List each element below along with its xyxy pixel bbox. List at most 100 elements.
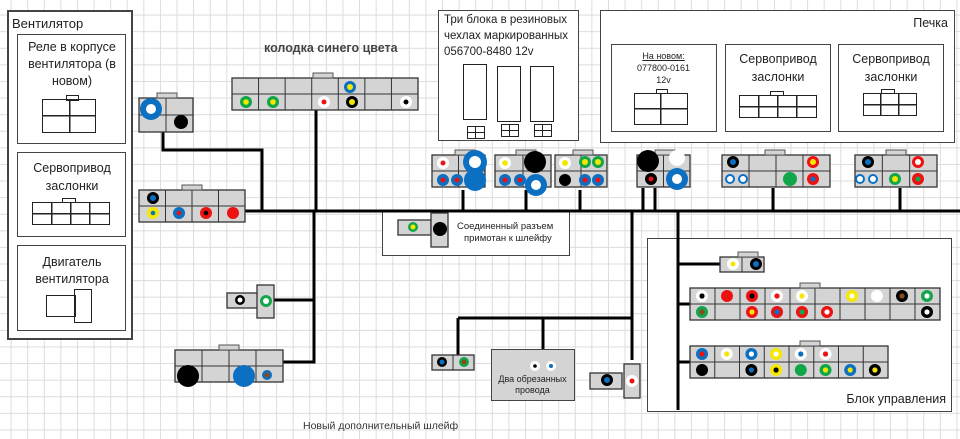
red-stripe-pin [774, 293, 780, 299]
yellow-stripe-pin [810, 159, 816, 165]
white-stripe-pin [915, 159, 921, 165]
green-wire-pin [783, 172, 797, 186]
connector-latch [799, 282, 821, 289]
harness-wire [161, 131, 264, 211]
connector-latch [312, 72, 334, 79]
blue-stripe-pin [774, 309, 780, 315]
heater-panel: Печка На новом: 077800-0161 12v Сервопри… [600, 10, 955, 143]
fan-motor-label: Двигатель вентилятора [35, 255, 109, 286]
relay-connector-icon [42, 99, 96, 133]
three-blocks-line2: чехлах маркированных [444, 30, 568, 42]
black-stripe-pin [403, 99, 409, 105]
heater-part-number: 077800-0161 [636, 63, 691, 73]
red-stripe-pin [321, 99, 327, 105]
white-stripe-pin [857, 176, 863, 182]
white-stripe-pin [748, 351, 755, 357]
fan-panel: Вентилятор Реле в корпусе вентилятора (в… [7, 10, 133, 340]
blue-stripe-pin [730, 159, 736, 165]
relay-box: Реле в корпусе вентилятора (в новом) [17, 34, 126, 144]
white-stripe-pin [146, 104, 156, 114]
yellow-stripe-pin [822, 367, 829, 373]
relay-latch [66, 95, 79, 101]
white-stripe-pin [870, 176, 876, 182]
yellow-stripe-pin [892, 176, 898, 182]
yellow-stripe-pin [799, 293, 805, 299]
green-wire-pin [794, 364, 807, 376]
yellow-stripe-pin [749, 309, 755, 315]
heater-panel-title: Печка [913, 16, 948, 30]
blue-stripe-pin [865, 159, 871, 165]
heater-servo2-label: Сервопривод заслонки [852, 52, 930, 84]
red-stripe-pin [454, 177, 460, 183]
blue-stripe-pin [549, 364, 553, 368]
white-stripe-pin [727, 176, 733, 182]
red-stripe-pin [699, 351, 705, 357]
three-blocks-line3: 056700-8480 12v [444, 46, 534, 58]
rubber-connector-3-icon [534, 124, 552, 137]
heater-voltage: 12v [656, 75, 671, 85]
blue-stripe-pin [439, 359, 445, 365]
red-stripe-pin [440, 160, 446, 166]
red-stripe-pin [440, 177, 446, 183]
connector-latch [156, 92, 178, 99]
cut-wires-line2: провода [515, 385, 550, 395]
blue-wire-pin [464, 169, 486, 191]
rubber-connector-2-icon [501, 124, 519, 137]
white-stripe-pin [531, 180, 541, 190]
red-stripe-pin [517, 177, 523, 183]
heater-servo2-box: Сервопривод заслонки [838, 44, 944, 132]
red-stripe-pin [502, 177, 508, 183]
white-stripe-pin [824, 309, 830, 315]
control-unit-label: Блок управления [846, 392, 946, 406]
motor-icon-body [46, 295, 76, 317]
heater-new-box: На новом: 077800-0161 12v [611, 44, 717, 132]
blue-block-label: колодка синего цвета [264, 41, 398, 55]
yellow-stripe-pin [502, 160, 508, 166]
blue-stripe-pin [748, 367, 755, 373]
new-harness-label: Новый дополнительный шлейф [303, 420, 459, 432]
brown-stripe-pin [264, 372, 270, 378]
heater-latch [656, 89, 668, 94]
cut-wires-box: Два обрезанных провода [491, 349, 575, 401]
white-stripe-pin [237, 297, 243, 303]
brown-stripe-pin [899, 293, 905, 299]
white-wire-pin [669, 150, 685, 166]
black-wire-pin [696, 364, 708, 376]
red-stripe-pin [582, 177, 588, 183]
blue-stripe-pin [753, 261, 759, 267]
connector-latch [764, 149, 786, 156]
red-stripe-pin [629, 378, 635, 384]
white-stripe-pin [924, 309, 930, 315]
brown-stripe-pin [699, 309, 705, 315]
blue-stripe-pin [150, 195, 156, 201]
white-stripe-pin [469, 156, 481, 168]
blue-stripe-pin [798, 351, 804, 357]
yellow-stripe-pin [562, 160, 568, 166]
three-blocks-panel: Три блока в резиновых чехлах маркированн… [438, 10, 579, 141]
yellow-stripe-pin [582, 159, 588, 165]
white-stripe-pin [924, 293, 930, 299]
black-stripe-pin [203, 210, 209, 216]
rubber-block-3 [530, 66, 554, 122]
white-stripe-pin [849, 293, 855, 299]
red-stripe-pin [595, 177, 601, 183]
rubber-block-1 [463, 64, 487, 120]
blue-stripe-pin [604, 377, 610, 383]
connector-latch [181, 184, 203, 191]
yellow-stripe-pin [724, 351, 730, 357]
fan-servo-latch [62, 198, 76, 203]
red-wire-pin [721, 290, 733, 302]
cut-wires-line1: Два обрезанных [498, 374, 567, 384]
yellow-stripe-pin [349, 99, 355, 105]
heater-servo1-box: Сервопривод заслонки [725, 44, 831, 132]
red-stripe-pin [648, 176, 654, 182]
connector-latch [799, 340, 821, 347]
black-stripe-pin [749, 293, 755, 299]
white-stripe-pin [740, 176, 746, 182]
blue-wire-pin [233, 365, 255, 387]
white-wire-pin [871, 290, 883, 302]
black-wire-pin [524, 151, 546, 173]
red-stripe-pin [822, 351, 829, 357]
fan-panel-title: Вентилятор [12, 16, 84, 31]
